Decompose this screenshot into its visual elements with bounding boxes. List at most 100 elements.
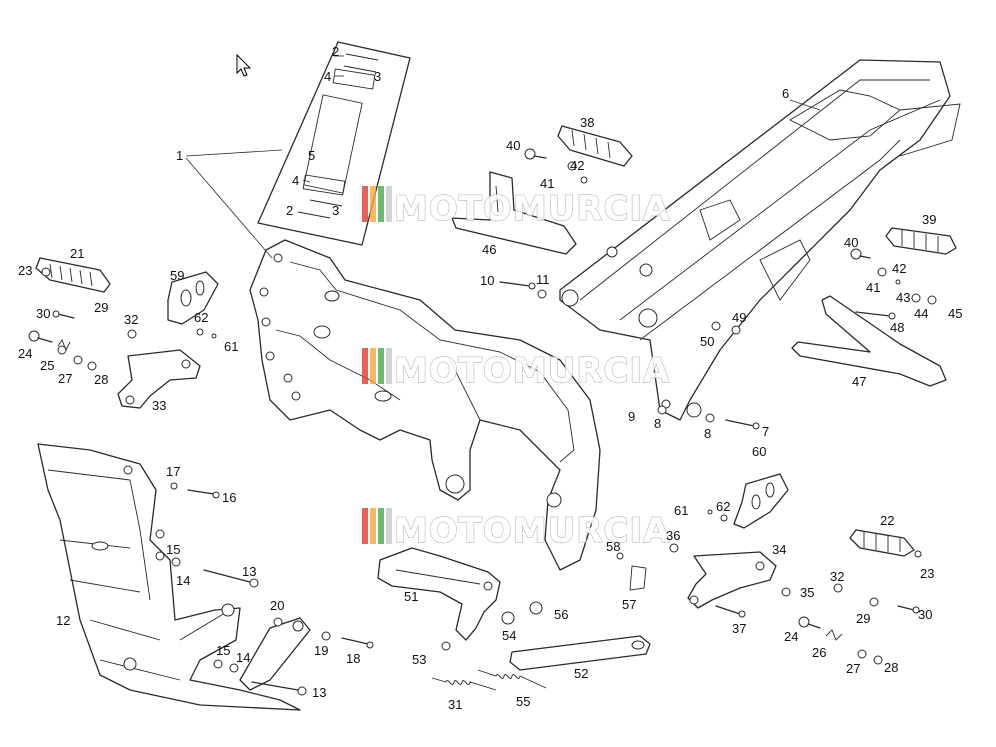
part-label[interactable]: 61 bbox=[674, 503, 688, 518]
part-label[interactable]: 50 bbox=[700, 334, 714, 349]
spring-31-part[interactable] bbox=[431, 677, 497, 691]
decal-kit-part[interactable] bbox=[185, 41, 411, 259]
pin-24a-part[interactable] bbox=[28, 330, 53, 343]
part-label[interactable]: 6 bbox=[782, 86, 789, 101]
part-label[interactable]: 24 bbox=[784, 629, 798, 644]
part-label[interactable]: 53 bbox=[412, 652, 426, 667]
part-label[interactable]: 62 bbox=[716, 499, 730, 514]
footrest-bracket-34-part[interactable] bbox=[687, 551, 777, 609]
main-frame-part[interactable] bbox=[249, 239, 601, 571]
part-label[interactable]: 44 bbox=[914, 306, 928, 321]
part-label[interactable]: 14 bbox=[236, 650, 250, 665]
part-label[interactable]: 29 bbox=[94, 300, 108, 315]
footrest-38-part[interactable] bbox=[557, 125, 633, 167]
part-label[interactable]: 34 bbox=[772, 542, 786, 557]
part-label[interactable]: 40 bbox=[844, 235, 858, 250]
part-label[interactable]: 48 bbox=[890, 320, 904, 335]
part-label[interactable]: 4 bbox=[324, 69, 331, 84]
part-label[interactable]: 30 bbox=[918, 607, 932, 622]
stand-bracket-47-part[interactable] bbox=[791, 295, 947, 387]
part-label[interactable]: 2 bbox=[286, 203, 293, 218]
bolt-16-part[interactable] bbox=[187, 489, 220, 499]
side-stand-52-part[interactable] bbox=[509, 635, 651, 671]
part-label[interactable]: 32 bbox=[830, 569, 844, 584]
part-label[interactable]: 10 bbox=[480, 273, 494, 288]
part-label[interactable]: 30 bbox=[36, 306, 50, 321]
part-label[interactable]: 37 bbox=[732, 621, 746, 636]
bolt-30a-part[interactable] bbox=[52, 310, 75, 319]
part-label[interactable]: 21 bbox=[70, 246, 84, 261]
part-label[interactable]: 2 bbox=[332, 44, 339, 59]
part-label[interactable]: 24 bbox=[18, 346, 32, 361]
footrest-39-part[interactable] bbox=[885, 227, 957, 255]
part-label[interactable]: 18 bbox=[346, 651, 360, 666]
part-label[interactable]: 22 bbox=[880, 513, 894, 528]
part-label[interactable]: 23 bbox=[920, 566, 934, 581]
footrest-21-part[interactable] bbox=[35, 257, 111, 293]
part-label[interactable]: 4 bbox=[292, 173, 299, 188]
part-label[interactable]: 28 bbox=[94, 372, 108, 387]
part-label[interactable]: 1 bbox=[176, 148, 183, 163]
part-label[interactable]: 9 bbox=[628, 409, 635, 424]
part-label[interactable]: 13 bbox=[242, 564, 256, 579]
part-label[interactable]: 16 bbox=[222, 490, 236, 505]
part-label[interactable]: 49 bbox=[732, 310, 746, 325]
footrest-bracket-33-part[interactable] bbox=[117, 349, 201, 409]
part-label[interactable]: 12 bbox=[56, 613, 70, 628]
part-label[interactable]: 62 bbox=[194, 310, 208, 325]
part-label[interactable]: 3 bbox=[374, 69, 381, 84]
part-label[interactable]: 13 bbox=[312, 685, 326, 700]
part-label[interactable]: 15 bbox=[216, 643, 230, 658]
part-label[interactable]: 33 bbox=[152, 398, 166, 413]
front-cradle-part[interactable] bbox=[37, 443, 301, 711]
spring-55-part[interactable] bbox=[477, 669, 547, 689]
part-label[interactable]: 15 bbox=[166, 542, 180, 557]
part-label[interactable]: 7 bbox=[762, 424, 769, 439]
part-label[interactable]: 61 bbox=[224, 339, 238, 354]
centre-stand-51-part[interactable] bbox=[377, 547, 501, 641]
bolt-48-part[interactable] bbox=[855, 311, 896, 320]
part-label[interactable]: 35 bbox=[800, 585, 814, 600]
part-label[interactable]: 38 bbox=[580, 115, 594, 130]
part-label[interactable]: 8 bbox=[704, 426, 711, 441]
part-label[interactable]: 43 bbox=[896, 290, 910, 305]
part-label[interactable]: 11 bbox=[536, 272, 550, 287]
pin-24b-part[interactable] bbox=[798, 616, 821, 629]
part-label[interactable]: 57 bbox=[622, 597, 636, 612]
part-label[interactable]: 42 bbox=[570, 158, 584, 173]
part-label[interactable]: 14 bbox=[176, 573, 190, 588]
pin-40a-part[interactable] bbox=[524, 148, 547, 160]
part-label[interactable]: 27 bbox=[846, 661, 860, 676]
part-label[interactable]: 36 bbox=[666, 528, 680, 543]
heel-guard-59-part[interactable] bbox=[167, 271, 219, 325]
lower-link-arm-part[interactable] bbox=[239, 617, 311, 691]
part-label[interactable]: 26 bbox=[812, 645, 826, 660]
bolt-37-part[interactable] bbox=[715, 605, 746, 618]
part-label[interactable]: 3 bbox=[332, 203, 339, 218]
part-label[interactable]: 60 bbox=[752, 444, 766, 459]
part-label[interactable]: 51 bbox=[404, 589, 418, 604]
part-label[interactable]: 20 bbox=[270, 598, 284, 613]
part-label[interactable]: 56 bbox=[554, 607, 568, 622]
part-label[interactable]: 41 bbox=[540, 176, 554, 191]
part-label[interactable]: 58 bbox=[606, 539, 620, 554]
bolt-13b-part[interactable] bbox=[251, 681, 307, 696]
part-label[interactable]: 41 bbox=[866, 280, 880, 295]
part-label[interactable]: 28 bbox=[884, 660, 898, 675]
part-label[interactable]: 40 bbox=[506, 138, 520, 153]
bolt-13a-part[interactable] bbox=[203, 569, 259, 588]
part-label[interactable]: 42 bbox=[892, 261, 906, 276]
part-label[interactable]: 5 bbox=[308, 148, 315, 163]
heel-guard-60-part[interactable] bbox=[733, 473, 789, 529]
part-label[interactable]: 54 bbox=[502, 628, 516, 643]
part-label[interactable]: 29 bbox=[856, 611, 870, 626]
part-label[interactable]: 19 bbox=[314, 643, 328, 658]
stand-bracket-46-part[interactable] bbox=[451, 171, 577, 255]
rear-subframe-part[interactable] bbox=[559, 59, 961, 421]
bolt-30b-part[interactable] bbox=[897, 605, 920, 614]
part-label[interactable]: 55 bbox=[516, 694, 530, 709]
part-label[interactable]: 25 bbox=[40, 358, 54, 373]
footrest-22-part[interactable] bbox=[849, 529, 915, 557]
bolt-18-part[interactable] bbox=[341, 637, 374, 649]
pin-40b-part[interactable] bbox=[850, 248, 871, 260]
